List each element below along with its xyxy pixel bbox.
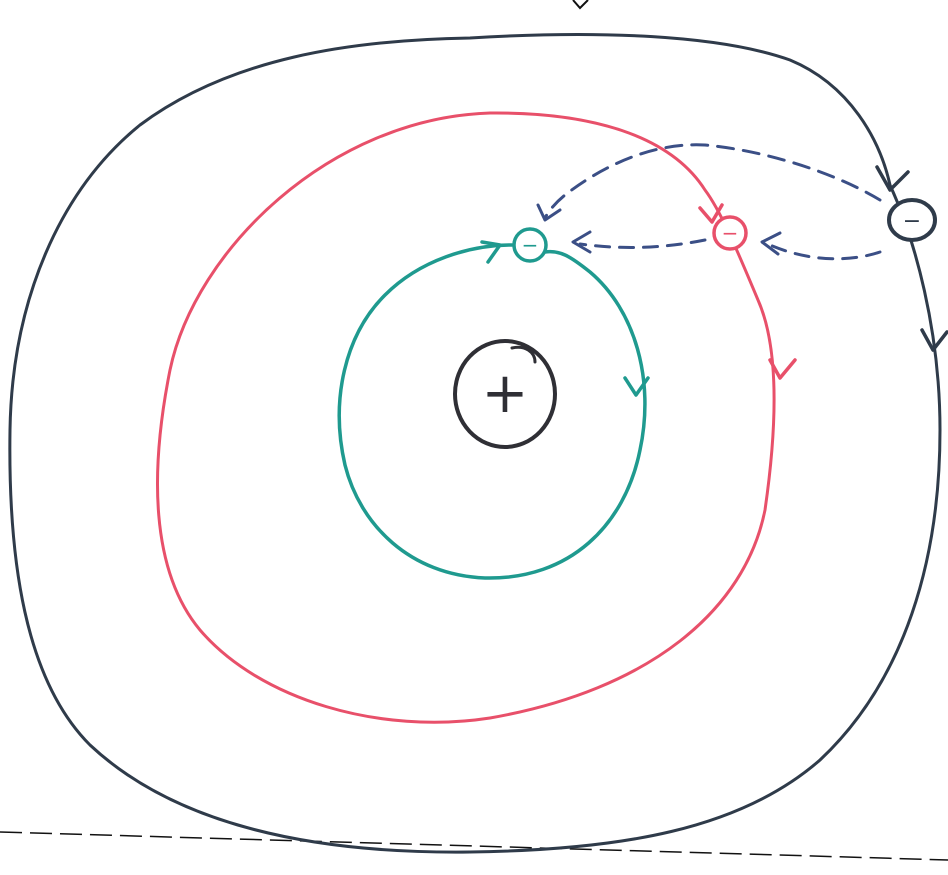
- nucleus: +: [455, 341, 555, 447]
- nucleus-plus-sign: +: [482, 361, 529, 426]
- transition-outer-to-middle: [770, 245, 880, 259]
- scan-top-mark: [573, 0, 588, 8]
- electron-outer: −: [889, 200, 935, 240]
- electron-inner: −: [514, 229, 546, 261]
- electron-middle: −: [714, 217, 746, 249]
- electron-outer-symbol: −: [903, 209, 921, 234]
- inner-orbit-arrow-top: [482, 242, 500, 262]
- outer-orbit-arrow-top: [877, 167, 908, 190]
- transition-middle-to-inner-head: [573, 232, 590, 252]
- electron-inner-symbol: −: [522, 233, 539, 257]
- transition-outer-to-inner: [545, 145, 880, 218]
- scan-edge-line: [0, 832, 948, 860]
- electron-middle-symbol: −: [722, 221, 739, 245]
- transition-outer-to-inner-head: [538, 205, 560, 220]
- transition-middle-to-inner: [580, 240, 705, 247]
- transition-outer-to-middle-head: [762, 233, 780, 254]
- outer-orbit: [10, 34, 940, 852]
